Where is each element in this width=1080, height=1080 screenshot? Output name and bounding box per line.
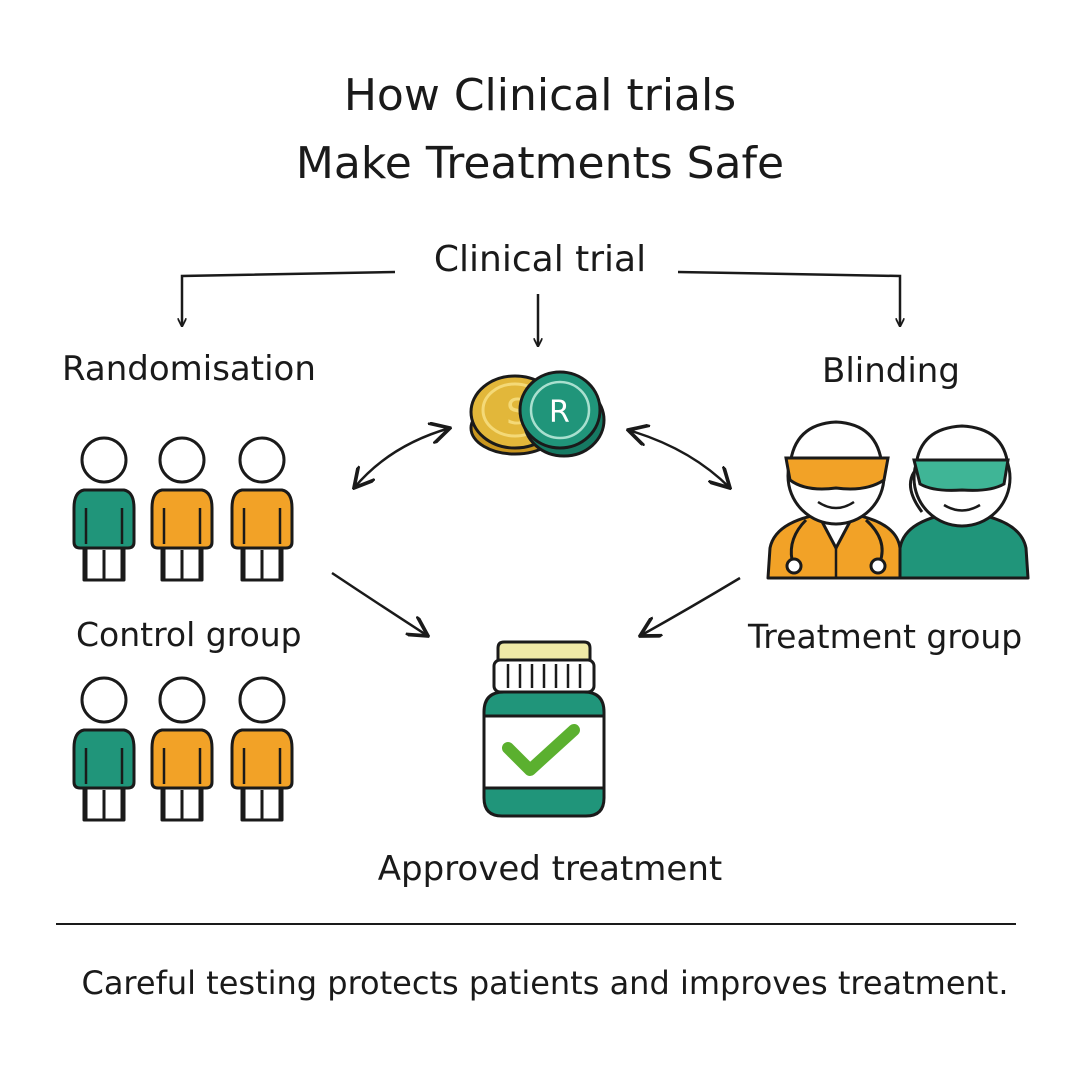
person-green <box>72 676 136 822</box>
coin-pair-icon: S R <box>469 370 606 458</box>
person-orange <box>230 676 294 822</box>
footer-caption: Careful testing protects patients and im… <box>81 964 1009 1002</box>
stethoscope-icon <box>785 518 887 575</box>
person-orange <box>150 676 214 822</box>
root-node-label: Clinical trial <box>433 239 647 280</box>
coin-front-letter: R <box>549 395 570 430</box>
people-group-icon <box>72 676 294 822</box>
outcome-arrows <box>331 571 741 636</box>
coin-double-arrows <box>354 428 730 488</box>
person-green <box>72 436 136 582</box>
masked-researchers-icon <box>766 420 1030 580</box>
person-orange <box>230 436 294 582</box>
title-line-2: Make Treatments Safe <box>295 138 785 189</box>
root-connectors <box>182 270 900 346</box>
approved-treatment-label: Approved treatment <box>377 849 723 889</box>
person-orange <box>150 436 214 582</box>
randomisation-label: Randomisation <box>62 349 316 389</box>
control-group-label: Control group <box>76 615 302 654</box>
treatment-group-label: Treatment group <box>748 617 1023 656</box>
people-group-icon <box>72 436 294 582</box>
blinding-label: Blinding <box>822 351 960 391</box>
check-mark-icon <box>502 724 580 776</box>
title-line-1: How Clinical trials <box>343 70 737 121</box>
medicine-jar-icon <box>482 640 606 818</box>
